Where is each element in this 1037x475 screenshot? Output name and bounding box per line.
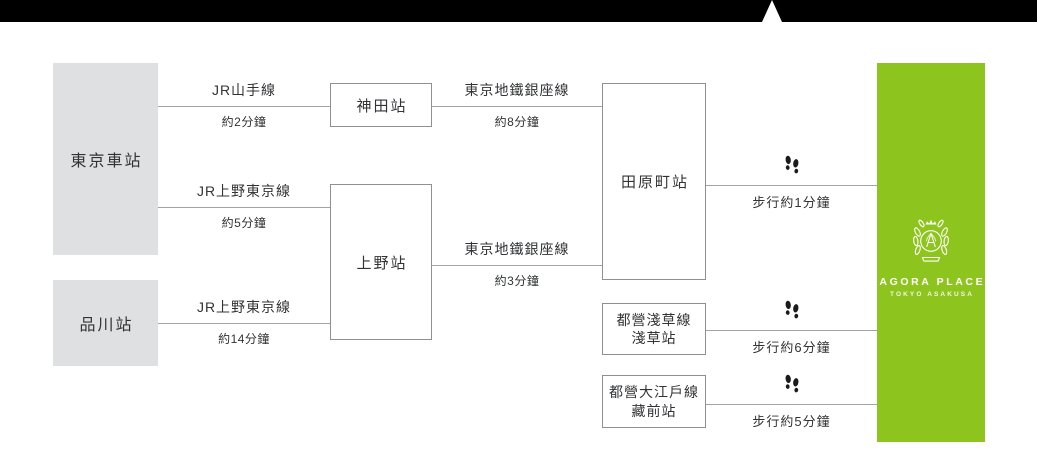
route-name-label: 東京地鐵銀座線 [464, 82, 570, 98]
station-box-kanda: 神田站 [330, 83, 432, 127]
station-label-kanda: 神田站 [356, 97, 408, 115]
route-line [158, 106, 330, 107]
station-label-shinagawa: 品川站 [79, 317, 134, 334]
tab-pointer-notch-icon [762, 0, 782, 22]
route-line [432, 106, 602, 107]
route-line [432, 265, 602, 266]
hotel-logo: AGORA PLACE TOKYO ASAKUSA [877, 216, 985, 298]
station-label-tawaramachi: 田原町站 [620, 174, 689, 191]
station-label-kuramae: 藏前站 [631, 402, 677, 419]
route-time-label: 約5分鐘 [221, 216, 267, 230]
route-line [158, 207, 330, 208]
walk-time-label: 步行約5分鐘 [752, 414, 831, 429]
route-line [706, 185, 877, 186]
footprints-icon [783, 155, 801, 181]
route-time-label: 約8分鐘 [494, 115, 540, 129]
route-line [706, 330, 877, 331]
station-label-asakusa-line: 都營淺草線 [616, 311, 692, 328]
footprints-icon [783, 374, 801, 400]
station-box-tawaramachi: 田原町站 [602, 83, 706, 280]
station-label-oedo-line: 都營大江戶線 [609, 384, 699, 401]
hotel-name: AGORA PLACE [879, 276, 986, 288]
station-label-asakusa: 淺草站 [631, 330, 677, 346]
hotel-subtitle: TOKYO ASAKUSA [890, 291, 975, 298]
route-time-label: 約2分鐘 [221, 115, 267, 129]
hotel-crest-icon [909, 216, 953, 271]
route-line [158, 323, 330, 324]
station-label-tokyo: 東京車站 [70, 153, 143, 170]
station-box-kuramae: 都營大江戶線 藏前站 [602, 375, 706, 428]
station-label-ueno: 上野站 [356, 254, 408, 272]
station-box-shinagawa: 品川站 [53, 280, 158, 366]
route-time-label: 約14分鐘 [218, 332, 270, 346]
route-time-label: 約3分鐘 [494, 274, 540, 288]
station-box-asakusa: 都營淺草線 淺草站 [602, 303, 706, 355]
walk-time-label: 步行約1分鐘 [752, 195, 831, 210]
station-box-tokyo: 東京車站 [53, 63, 158, 255]
route-line [706, 404, 877, 405]
route-name-label: JR上野東京線 [196, 299, 292, 315]
route-name-label: JR上野東京線 [196, 183, 292, 199]
route-name-label: JR山手線 [211, 82, 277, 98]
station-box-ueno: 上野站 [330, 184, 432, 340]
route-name-label: 東京地鐵銀座線 [464, 241, 570, 257]
walk-time-label: 步行約6分鐘 [752, 340, 831, 355]
hotel-panel: AGORA PLACE TOKYO ASAKUSA [877, 63, 985, 442]
header-bar [0, 0, 1037, 22]
footprints-icon [783, 300, 801, 326]
